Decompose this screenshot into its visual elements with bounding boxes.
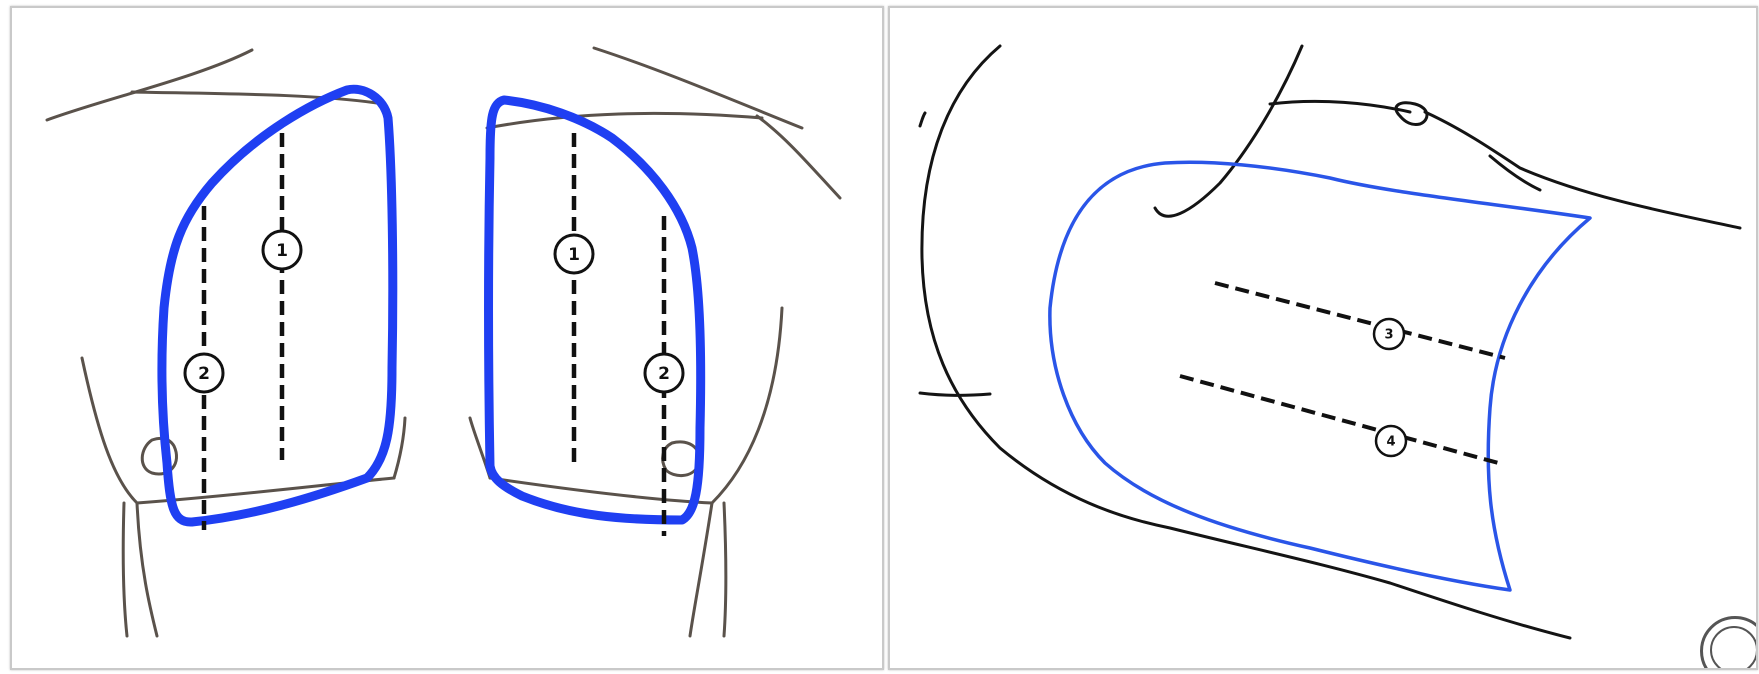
scan-marker-label: 4 bbox=[1386, 435, 1395, 450]
right-shoulder-curve bbox=[757, 116, 840, 198]
back-curve-line bbox=[922, 46, 1570, 638]
lateral-body-outline bbox=[920, 46, 1740, 638]
left-arm-inner bbox=[137, 503, 157, 636]
axilla-line bbox=[920, 393, 990, 395]
scan-line-3 bbox=[1215, 283, 1505, 358]
scan-marker-3: 3 bbox=[1374, 319, 1404, 349]
right-arm-edge bbox=[724, 503, 726, 636]
forearm-line bbox=[1425, 112, 1740, 228]
scan-marker-right-2: 2 bbox=[185, 354, 223, 392]
scan-marker-label: 1 bbox=[568, 245, 580, 265]
scan-marker-label: 2 bbox=[658, 364, 670, 384]
arm-crease-line bbox=[920, 113, 925, 126]
right-back-lung-zone bbox=[162, 89, 393, 522]
scan-marker-label: 2 bbox=[198, 364, 210, 384]
scan-marker-right-1: 1 bbox=[263, 231, 301, 269]
scan-marker-left-2: 2 bbox=[645, 354, 683, 392]
right-arm-inner bbox=[690, 503, 712, 636]
elbow-loop bbox=[1396, 103, 1427, 125]
left-arm-outer bbox=[82, 358, 137, 503]
right-trapezius-line bbox=[594, 48, 802, 128]
lateral-lung-zone bbox=[1050, 162, 1590, 590]
left-torso-side bbox=[394, 418, 405, 478]
left-arm-edge bbox=[123, 503, 127, 636]
left-trapezius-line bbox=[47, 50, 252, 120]
scan-marker-left-1: 1 bbox=[555, 235, 593, 273]
posterior-diagram: 1 2 1 2 bbox=[12, 8, 882, 668]
lateral-view-panel: 3 4 bbox=[888, 6, 1758, 670]
shoulder-line bbox=[1155, 46, 1302, 216]
right-shoulder-line bbox=[487, 113, 762, 128]
left-back-lung-zone bbox=[489, 100, 701, 520]
scan-marker-label: 1 bbox=[276, 241, 288, 261]
scan-marker-4: 4 bbox=[1376, 426, 1406, 456]
upper-arm-line bbox=[1270, 101, 1410, 112]
scan-marker-label: 3 bbox=[1384, 328, 1393, 343]
lateral-diagram: 3 4 bbox=[890, 8, 1756, 668]
right-scapula-tip bbox=[663, 442, 700, 476]
scan-line-4 bbox=[1180, 376, 1502, 464]
right-arm-outer bbox=[712, 308, 782, 503]
posterior-view-panel: 1 2 1 2 bbox=[10, 6, 884, 670]
